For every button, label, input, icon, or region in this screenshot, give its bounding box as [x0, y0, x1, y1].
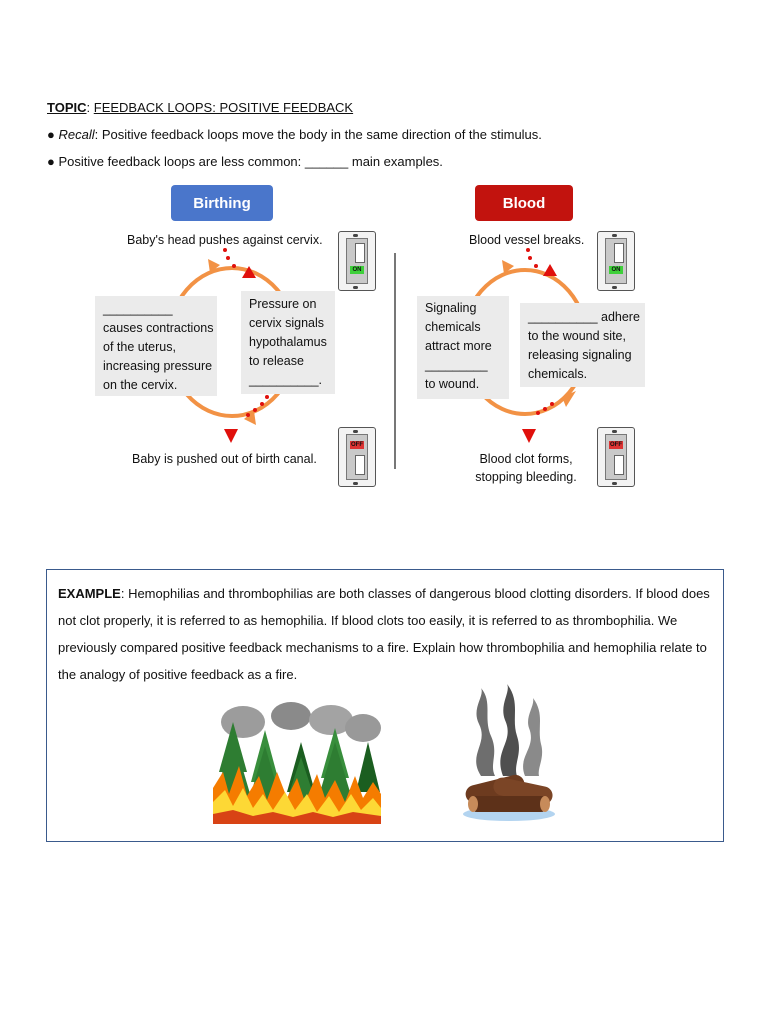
topic-line: TOPIC: FEEDBACK LOOPS: POSITIVE FEEDBACK: [47, 100, 353, 115]
birthing-dot: [253, 408, 257, 412]
birthing-right-line: to release: [249, 354, 304, 368]
switch-screw: [353, 286, 358, 289]
birthing-right-box: Pressure on cervix signals hypothalamus …: [241, 291, 335, 394]
switch-screw: [353, 234, 358, 237]
blood-dot: [528, 256, 532, 260]
birthing-dot: [226, 256, 230, 260]
switch-on-label: ON: [350, 266, 364, 274]
birthing-right-line: Pressure on: [249, 297, 317, 311]
forest-fire-illustration: [213, 702, 381, 824]
bullet-examples-text: Positive feedback loops are less common:…: [58, 154, 443, 169]
blood-right-line: chemicals.: [528, 367, 588, 381]
blood-dot: [534, 264, 538, 268]
example-text: : Hemophilias and thrombophilias are bot…: [58, 586, 710, 682]
switch-screw: [612, 482, 617, 485]
birthing-red-arrow-up: [242, 266, 256, 278]
blood-left-box: Signaling chemicals attract more _______…: [417, 296, 509, 399]
blood-top-caption: Blood vessel breaks.: [469, 233, 585, 247]
switch-screw: [612, 430, 617, 433]
bullet-recall-label: Recall: [58, 127, 95, 142]
switch-plate: OFF: [605, 434, 627, 480]
switch-lever: [355, 243, 365, 263]
switch-lever: [614, 455, 624, 475]
switch-on-label: ON: [609, 266, 623, 274]
birthing-right-line: cervix signals: [249, 316, 325, 330]
blood-red-arrow-up: [543, 264, 557, 276]
switch-plate: ON: [346, 238, 368, 284]
bullet-marker: ●: [47, 127, 55, 142]
switch-off-label: OFF: [350, 441, 364, 449]
birthing-dot: [260, 402, 264, 406]
topic-separator: :: [86, 100, 91, 115]
blood-bottom-line: stopping bleeding.: [475, 470, 577, 484]
birthing-dot: [246, 413, 250, 417]
blood-dot: [550, 402, 554, 406]
topic-title: FEEDBACK LOOPS: POSITIVE FEEDBACK: [93, 100, 354, 115]
blood-right-line: __________ adhere: [528, 310, 640, 324]
blood-dot: [536, 411, 540, 415]
blood-loop-arrowhead: [562, 391, 576, 407]
blood-switch-on: ON: [597, 231, 635, 291]
birthing-left-line: __________: [103, 302, 173, 316]
birthing-loop-arrowhead: [208, 259, 220, 273]
blood-switch-off: OFF: [597, 427, 635, 487]
birthing-header: Birthing: [171, 185, 273, 221]
blood-left-line: chemicals: [425, 320, 481, 334]
birthing-loop-arrowhead: [244, 411, 256, 425]
blood-header: Blood: [475, 185, 573, 221]
blood-right-line: to the wound site,: [528, 329, 626, 343]
bullet-examples: ● Positive feedback loops are less commo…: [47, 154, 443, 169]
example-label: EXAMPLE: [58, 586, 121, 601]
birthing-right-line: hypothalamus: [249, 335, 327, 349]
blood-left-line: _________: [425, 358, 488, 372]
example-paragraph: EXAMPLE: Hemophilias and thrombophilias …: [58, 580, 718, 688]
switch-lever: [355, 455, 365, 475]
birthing-switch-off: OFF: [338, 427, 376, 487]
birthing-red-arrow-down: [224, 429, 238, 443]
birthing-left-line: on the cervix.: [103, 378, 178, 392]
blood-bottom-caption: Blood clot forms, stopping bleeding.: [466, 450, 586, 486]
birthing-left-line: increasing pressure: [103, 359, 213, 373]
switch-screw: [353, 430, 358, 433]
switch-off-label: OFF: [609, 441, 623, 449]
topic-label: TOPIC: [47, 100, 87, 115]
blood-dot: [526, 248, 530, 252]
birthing-left-line: of the uterus,: [103, 340, 176, 354]
blood-left-line: to wound.: [425, 377, 480, 391]
blood-dot: [543, 407, 547, 411]
example-box: EXAMPLE: Hemophilias and thrombophilias …: [46, 569, 724, 842]
blood-red-arrow-down: [522, 429, 536, 443]
birthing-dot: [265, 395, 269, 399]
switch-lever: [614, 243, 624, 263]
birthing-switch-on: ON: [338, 231, 376, 291]
birthing-dot: [223, 248, 227, 252]
birthing-right-line: __________.: [249, 373, 322, 387]
section-divider: [394, 253, 396, 469]
smoking-campfire-illustration: [463, 684, 555, 821]
birthing-left-line: causes contractions: [103, 321, 214, 335]
blood-loop-arrowhead: [502, 260, 514, 274]
birthing-dot: [232, 264, 236, 268]
birthing-left-box: __________ causes contractions of the ut…: [95, 296, 217, 396]
bullet-recall-text: : Positive feedback loops move the body …: [94, 127, 542, 142]
switch-plate: OFF: [346, 434, 368, 480]
birthing-bottom-caption: Baby is pushed out of birth canal.: [132, 452, 317, 466]
blood-right-line: releasing signaling: [528, 348, 632, 362]
switch-screw: [612, 286, 617, 289]
blood-left-line: Signaling: [425, 301, 477, 315]
blood-bottom-line: Blood clot forms,: [479, 452, 573, 466]
blood-left-line: attract more: [425, 339, 492, 353]
switch-screw: [612, 234, 617, 237]
switch-screw: [353, 482, 358, 485]
birthing-top-caption: Baby's head pushes against cervix.: [127, 233, 323, 247]
switch-plate: ON: [605, 238, 627, 284]
bullet-marker: ●: [47, 154, 55, 169]
bullet-recall: ● Recall: Positive feedback loops move t…: [47, 127, 542, 142]
blood-right-box: __________ adhere to the wound site, rel…: [520, 303, 645, 387]
